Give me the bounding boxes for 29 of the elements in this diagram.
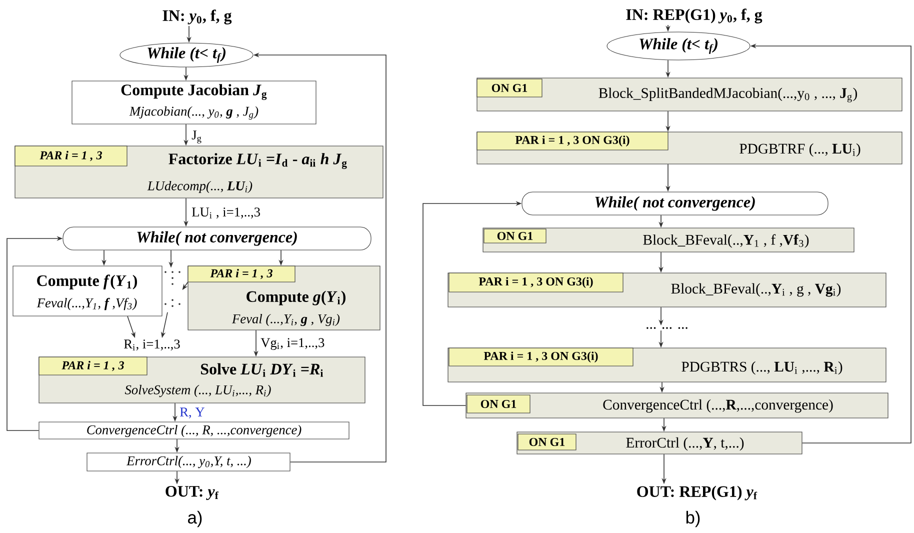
output-label: OUT: REP(G1) y$_{f}$: [637, 486, 758, 500]
panel-caption: a): [188, 510, 202, 528]
panel-caption: b): [686, 510, 700, 528]
annotation-tag: PAR i = 1 , 3: [188, 266, 296, 282]
annotation-tag: PAR i = 1 , 3 ON G3(i): [448, 272, 624, 292]
ellipsis-text: ... ... ...: [646, 327, 688, 329]
annotation-tag: PAR i = 1 , 3: [14, 146, 128, 166]
edge-label: LU$_{i}$ , i=1,..,3: [190, 206, 262, 220]
data-label: R$_{i}$, i=1,..,3: [124, 340, 180, 350]
loop-terminal: While( not convergence): [522, 192, 828, 216]
output-label: OUT: y$_{f}$: [166, 486, 219, 500]
annotation-tag: ON G1: [484, 228, 546, 244]
loop-terminal: While( not convergence): [62, 226, 372, 250]
input-label: IN: y$_{0}$, f, g: [162, 10, 232, 24]
edge-label: Vg$_{i}$, i=1,..,3: [259, 336, 326, 352]
process-box: Compute f(Y$_{1}$) Feval(...,Y$_{1}$, f ,Vf$_{3}$): [12, 266, 162, 316]
annotation-tag: ON G1: [518, 434, 576, 450]
process-box: ConvergenceCtrl (..., R, ...,convergence): [38, 422, 350, 440]
process-box: Compute Jacobian J$_{g}$ Mjacobian(..., y$_{0}$, g , J$_{g}$): [72, 80, 316, 124]
ellipsis-dots: [164, 271, 180, 307]
process-box: ErrorCtrl(..., y$_{0}$,Y, t, ...): [86, 452, 290, 472]
annotation-tag: ON G1: [476, 78, 542, 98]
annotation-tag: PAR i = 1 , 3 ON G3(i): [476, 132, 668, 150]
input-label: IN: REP(G1) y$_{0}$, f, g: [626, 8, 762, 24]
edge-label: J$_{g}$: [190, 129, 204, 145]
edge-label: R, Y: [178, 406, 206, 420]
annotation-tag: PAR i = 1 , 3 ON G3(i): [448, 348, 634, 366]
annotation-tag: ON G1: [466, 394, 530, 414]
annotation-tag: PAR i = 1 , 3: [38, 356, 148, 376]
